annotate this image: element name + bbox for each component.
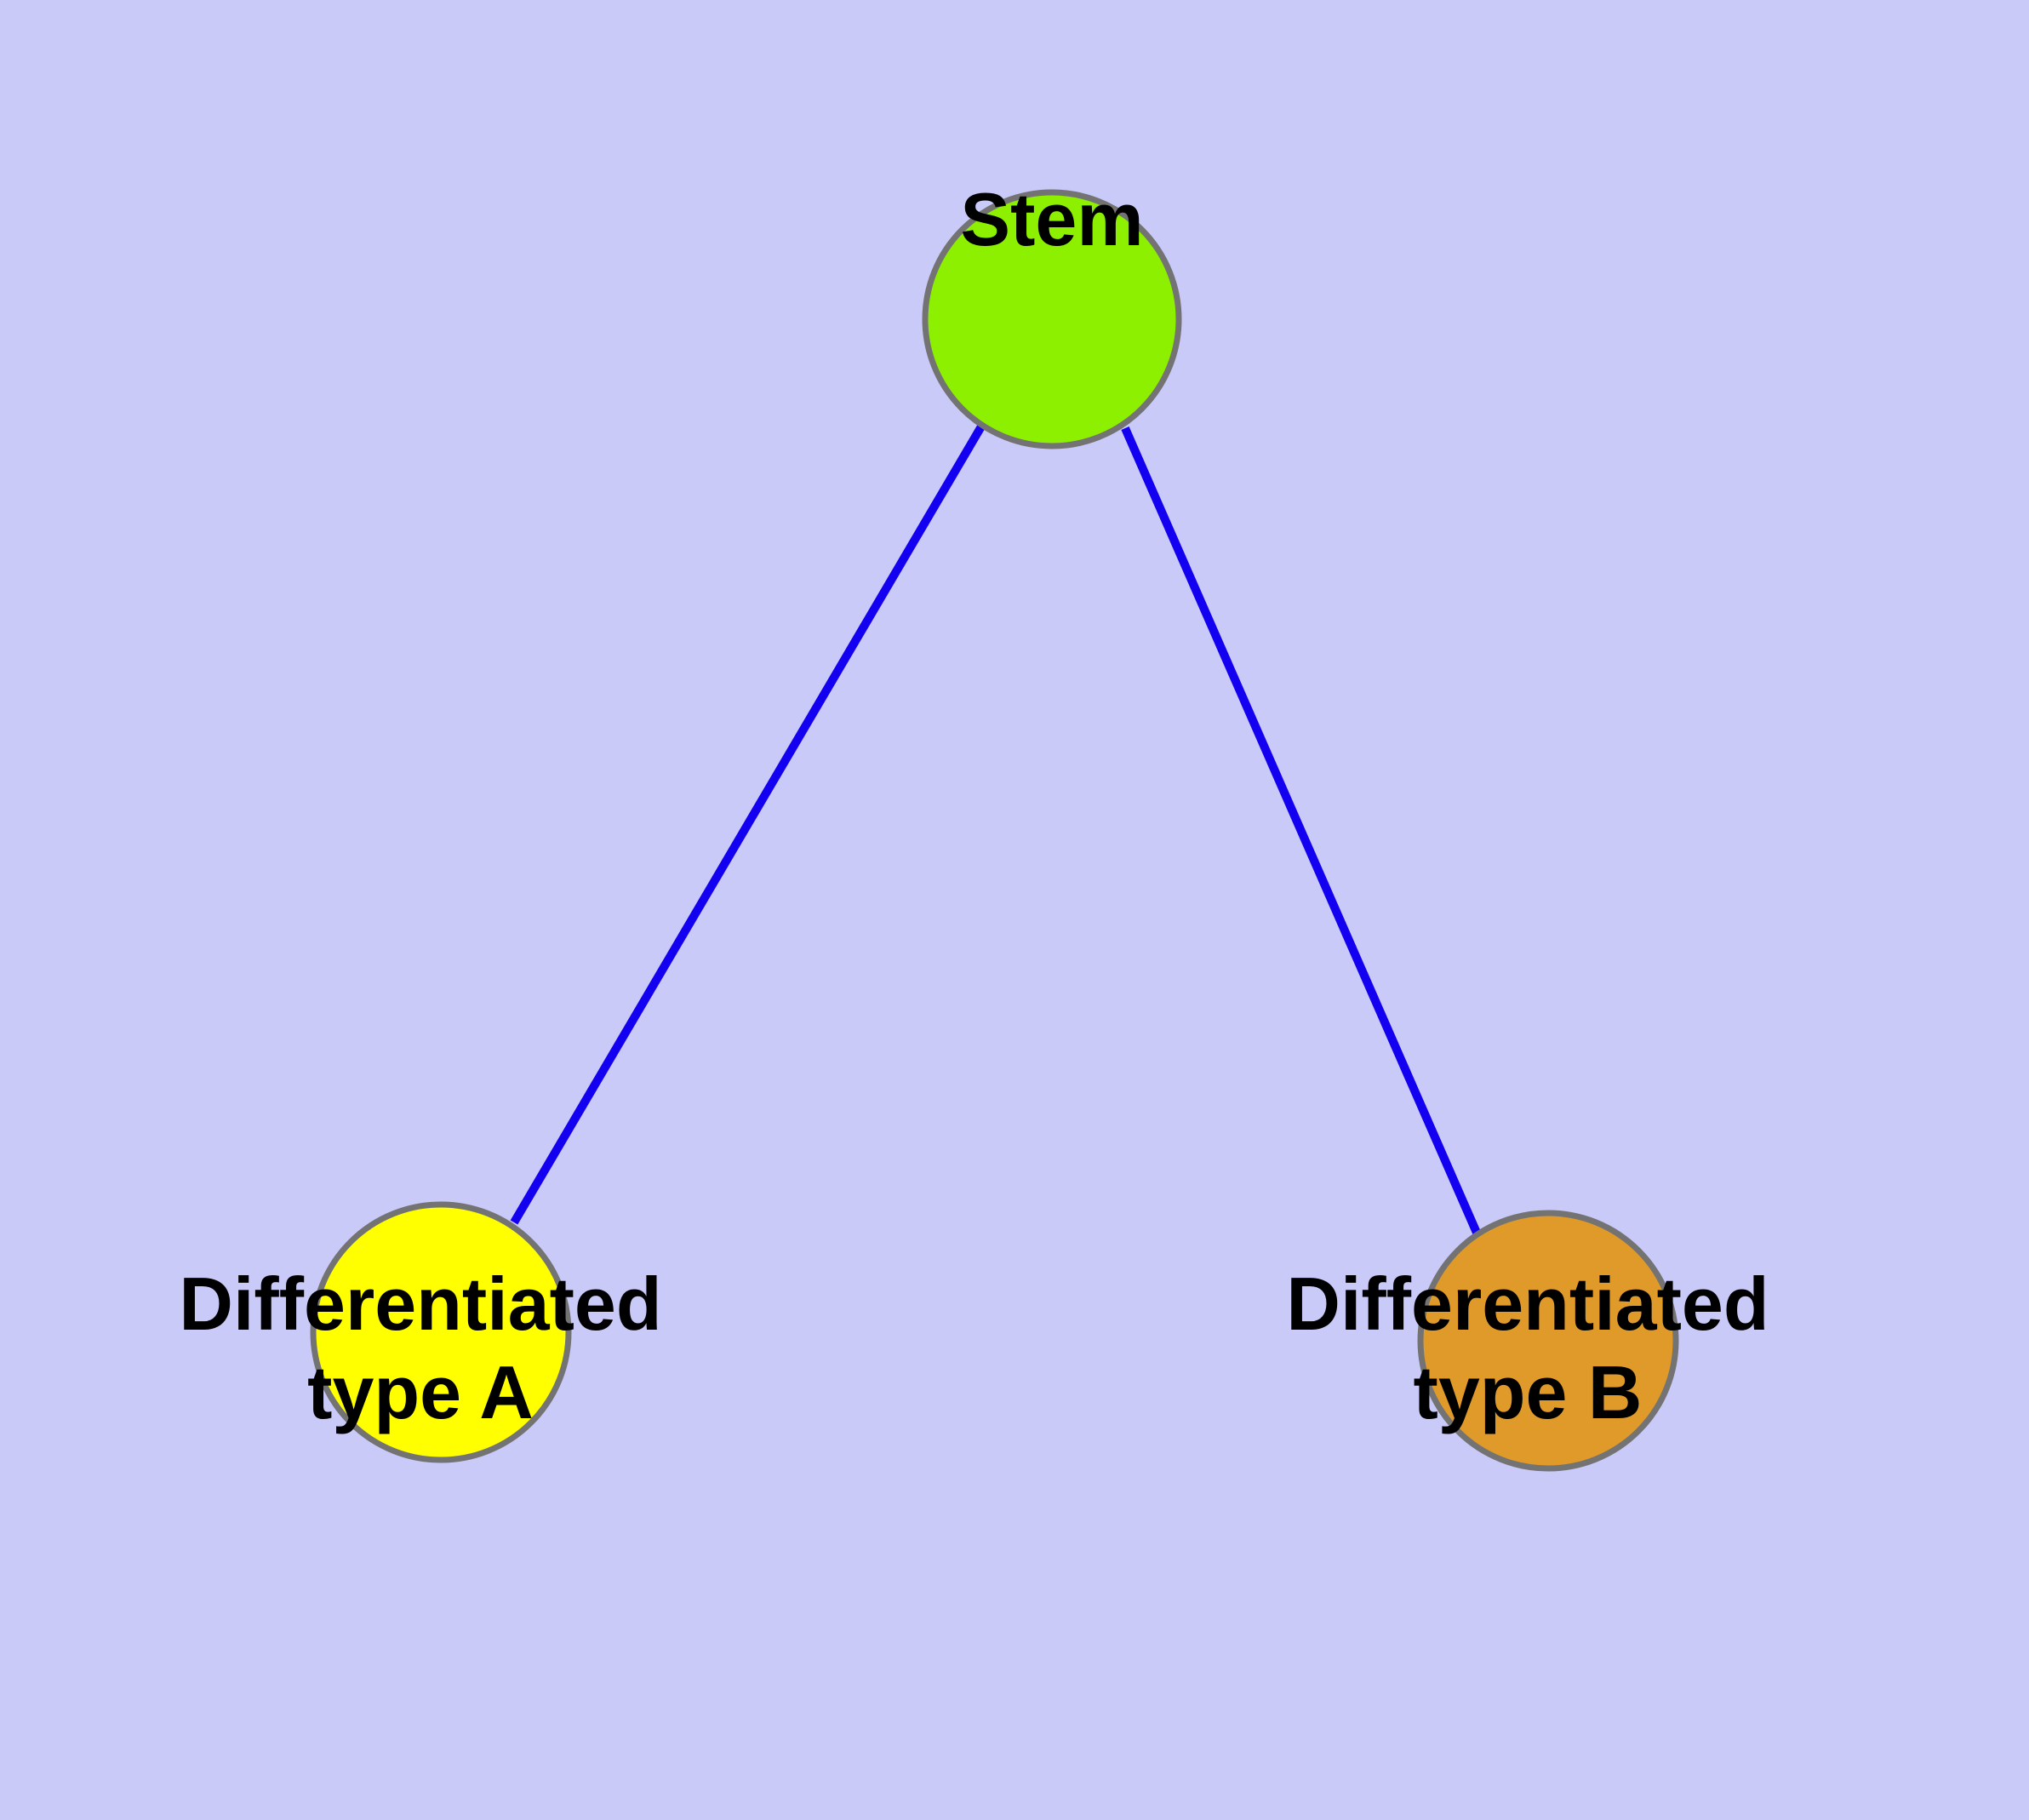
edges-group (510, 424, 1481, 1235)
node-stem[interactable] (922, 189, 1182, 449)
node-differentiated-type-a[interactable] (310, 1201, 572, 1463)
node-label-stem: Stem (960, 177, 1143, 261)
nodes-group (310, 189, 1679, 1472)
edge-stem-to-differentiated-type-a[interactable] (510, 424, 986, 1225)
edge-stem-to-differentiated-type-b[interactable] (1121, 426, 1481, 1235)
node-differentiated-type-b[interactable] (1417, 1210, 1679, 1472)
